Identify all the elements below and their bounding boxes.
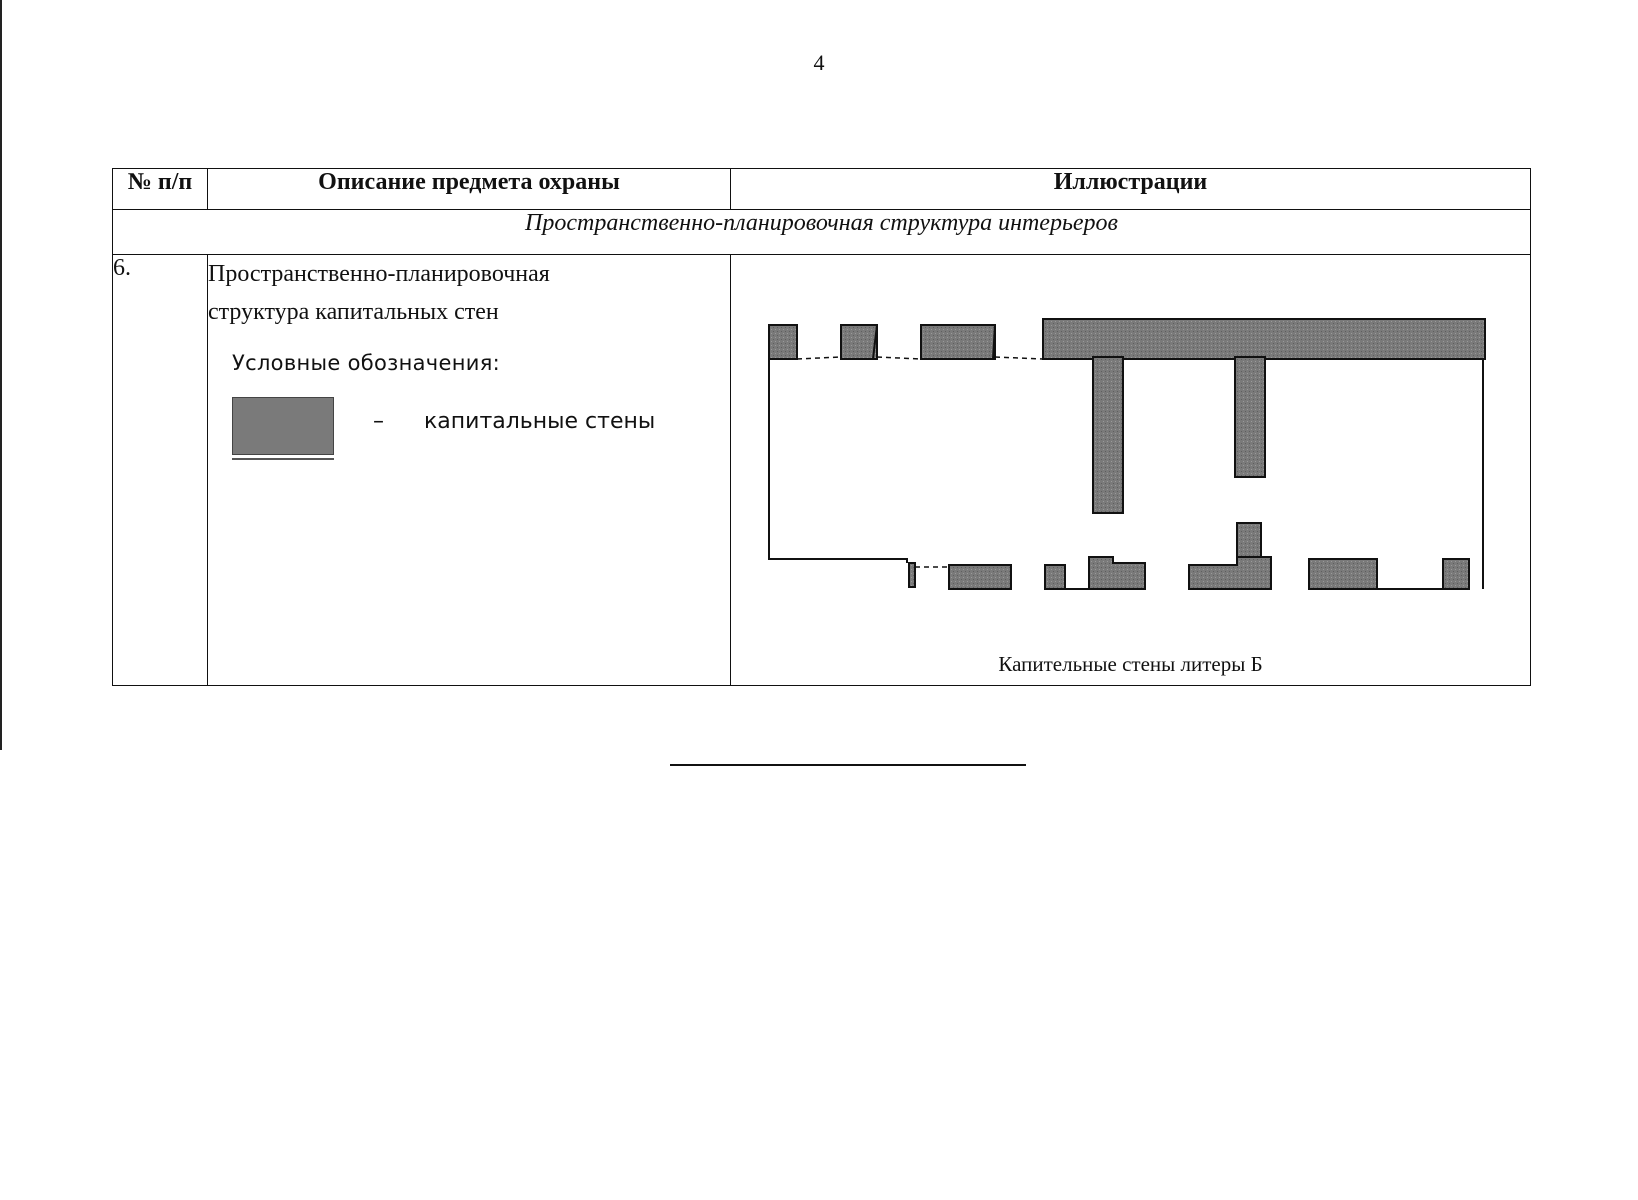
page-number: 4 <box>813 50 825 75</box>
wall-segment <box>1088 556 1146 590</box>
outline-left-bottom <box>768 359 908 563</box>
header-number: № п/п <box>112 168 208 210</box>
wall-segment <box>1442 558 1470 590</box>
protection-subject-table: № п/п Описание предмета охраны Иллюстрац… <box>112 168 1531 686</box>
legend-title: Условные обозначения: <box>232 351 501 375</box>
wall-segment <box>1188 556 1272 590</box>
legend-label: капитальные стены <box>424 409 656 434</box>
section-row: Пространственно-планировочная структура … <box>112 209 1531 255</box>
description-line-2: структура капитальных стен <box>208 299 499 325</box>
description-line-1: Пространственно-планировочная <box>208 261 550 287</box>
legend-item: – капитальные стены <box>208 397 730 467</box>
opening-line <box>876 356 922 360</box>
legend-swatch <box>232 397 334 460</box>
row-number: 6. <box>112 254 208 686</box>
wall-segment <box>1044 564 1066 590</box>
wall-segment <box>1042 318 1486 360</box>
outline-walls <box>768 324 1484 590</box>
header-illustrations: Иллюстрации <box>730 168 1531 210</box>
outline-top <box>872 324 878 360</box>
openings <box>796 356 1044 568</box>
wall-segment <box>948 564 1012 590</box>
header-description: Описание предмета охраны <box>207 168 731 210</box>
illustration-caption: Капительные стены литеры Б <box>998 652 1263 676</box>
opening-line <box>994 356 1044 360</box>
wall-segment <box>920 324 996 360</box>
wall-segment <box>768 324 798 360</box>
opening-line <box>796 356 842 360</box>
interior-wall <box>1092 356 1124 514</box>
row-illustration: Капительные стены литеры Б <box>730 254 1531 686</box>
floor-plan-diagram <box>768 318 1486 590</box>
left-margin-rule <box>0 0 2 750</box>
section-title: Пространственно-планировочная структура … <box>112 209 1531 255</box>
row-description: Пространственно-планировочная структура … <box>207 254 731 686</box>
outline-top <box>992 324 996 360</box>
wall-segment <box>1308 558 1378 590</box>
legend-dash: – <box>373 409 384 434</box>
capital-walls <box>768 318 1486 590</box>
wall-segment <box>908 562 916 588</box>
table-header-row: № п/п Описание предмета охраны Иллюстрац… <box>112 168 1531 210</box>
table-row: 6. Пространственно-планировочная структу… <box>112 254 1531 686</box>
wall-segment <box>840 324 878 360</box>
end-separator-rule <box>670 764 1026 766</box>
interior-wall <box>1234 356 1266 478</box>
